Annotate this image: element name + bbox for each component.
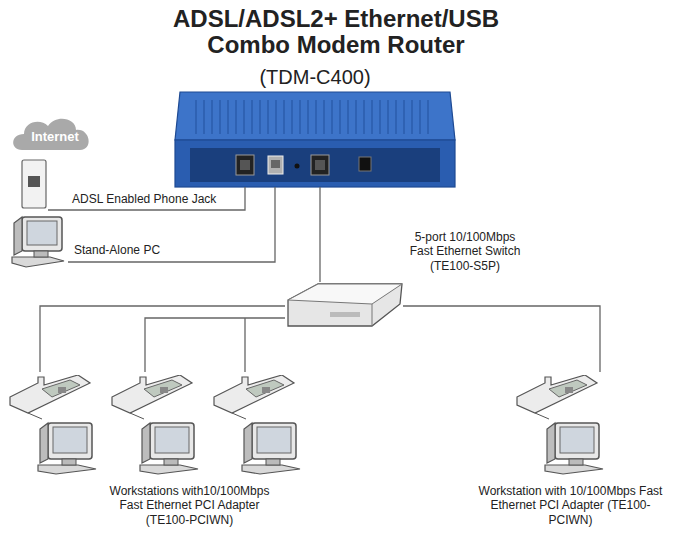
device-label: Workstations with10/100Mbps Fast Etherne…: [97, 484, 282, 527]
switch-leds: [330, 312, 360, 317]
cable-line: [48, 187, 245, 210]
adsl-port: [236, 155, 254, 175]
phone-jack-node: ADSL Enabled Phone Jack: [20, 160, 48, 210]
workstation-node: Workstation with 10/100Mbps Fast Etherne…: [505, 372, 630, 530]
device-label: Stand-Alone PC: [74, 243, 160, 257]
ethernet-cable: [145, 318, 285, 372]
ethernet-cable: [320, 187, 321, 282]
cable-line: [68, 187, 275, 262]
modem-panel: [190, 148, 440, 182]
device-label: (TDM-C400): [175, 65, 455, 89]
pc-icon: [12, 217, 64, 267]
port-hole: [271, 160, 280, 168]
cloud-node: Internet: [15, 120, 95, 154]
port-hole: [240, 160, 250, 170]
modem-node: (TDM-C400): [175, 92, 455, 187]
modem-top: [175, 92, 455, 140]
reset-hole: [295, 164, 300, 169]
ethernet-cable: [403, 306, 600, 372]
cable-line: [40, 306, 285, 372]
ethernet-cable: [48, 187, 245, 210]
modem-front: [175, 140, 455, 187]
device-label: Workstation with 10/100Mbps Fast Etherne…: [478, 484, 663, 527]
jack-socket: [28, 176, 40, 187]
diagram-title: ADSL/ADSL2+ Ethernet/USB Combo Modem Rou…: [146, 6, 526, 58]
modem-vents: [195, 100, 435, 134]
device-label: Internet: [15, 129, 95, 145]
switch-edge: [372, 304, 373, 326]
workstation-icon: [517, 375, 603, 474]
ethernet-cable: [68, 187, 275, 262]
switch-top: [288, 284, 402, 304]
ethernet-port: [311, 155, 329, 175]
phone-jack: [22, 160, 46, 208]
workstation-icon: [10, 375, 96, 474]
device-label: 5-port 10/100Mbps Fast Ethernet Switch (…: [404, 230, 526, 273]
power-jack: [359, 157, 371, 171]
usb-port: [268, 156, 283, 174]
cable-line: [319, 187, 320, 282]
ethernet-cable: [40, 306, 285, 372]
workstation-group: Workstations with10/100Mbps Fast Etherne…: [5, 372, 310, 530]
pc-node: Stand-Alone PC: [10, 215, 68, 270]
switch-node: 5-port 10/100Mbps Fast Ethernet Switch (…: [285, 282, 403, 327]
cable-line: [403, 306, 600, 372]
port-hole: [315, 160, 325, 170]
workstation-icon: [214, 375, 300, 474]
workstation-icon: [112, 375, 198, 474]
switch-body: [288, 284, 402, 326]
device-label: ADSL Enabled Phone Jack: [72, 192, 216, 206]
